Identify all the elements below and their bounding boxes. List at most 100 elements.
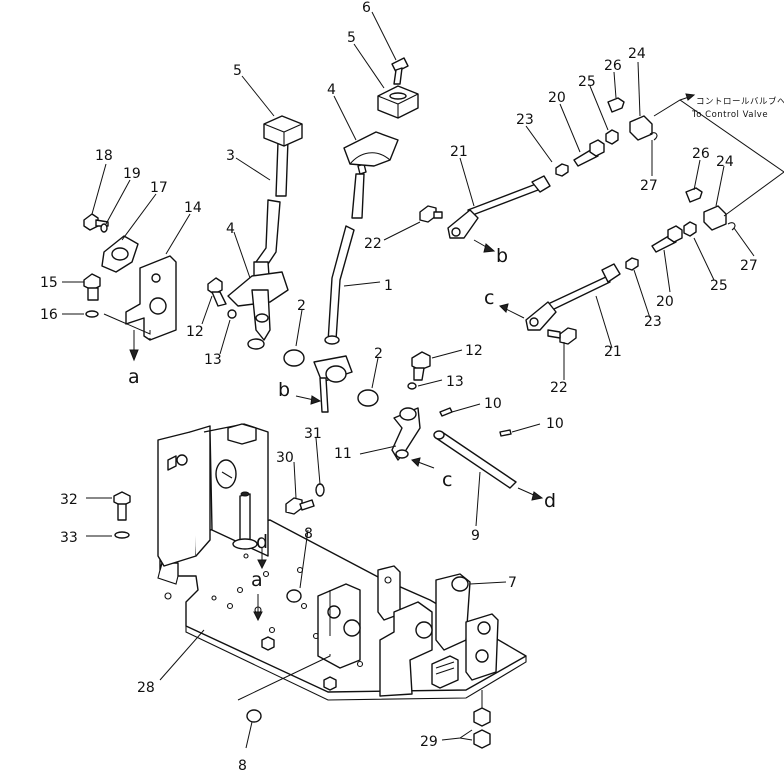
- note-english: To Control Valve: [691, 110, 768, 120]
- callout-26: 26: [604, 58, 622, 74]
- callout-23: 23: [644, 314, 662, 330]
- bracket-14: [125, 255, 177, 341]
- bolts-26: [607, 97, 703, 203]
- callout-30: 30: [276, 450, 294, 466]
- ref-letter-b: b: [278, 379, 290, 401]
- ref-letter-b: b: [496, 245, 508, 267]
- shaft-9: [433, 430, 517, 489]
- callout-labels: 6 5 5 4 4 3 1 2 2 18 19 17 14 15 16 12 1…: [40, 0, 758, 774]
- callout-28: 28: [137, 680, 155, 696]
- ref-letter-d: d: [544, 490, 556, 512]
- callout-33: 33: [60, 530, 78, 546]
- washer-31: [315, 483, 325, 497]
- washer-33: [114, 531, 130, 539]
- bushings-2: [283, 349, 379, 407]
- callout-20: 20: [656, 294, 674, 310]
- callout-20: 20: [548, 90, 566, 106]
- bracket-4-right: [343, 131, 399, 167]
- callout-10: 10: [484, 396, 502, 412]
- reference-letters: a a b b c c d d: [128, 245, 556, 591]
- callout-23: 23: [516, 112, 534, 128]
- rod-21-top: [447, 175, 551, 239]
- rod-21-bottom: [525, 263, 621, 331]
- callout-8: 8: [304, 526, 313, 542]
- callout-31: 31: [304, 426, 322, 442]
- lever-bracket-4-left: [227, 271, 289, 350]
- callout-21: 21: [450, 144, 468, 160]
- control-valve-note: コントロールバルブへ To Control Valve: [691, 96, 784, 120]
- callout-27: 27: [740, 258, 758, 274]
- callout-32: 32: [60, 492, 78, 508]
- direction-arrows: [129, 239, 544, 622]
- callout-4: 4: [226, 221, 235, 237]
- callout-5: 5: [233, 63, 242, 79]
- callout-11: 11: [334, 446, 352, 462]
- callout-22: 22: [364, 236, 382, 252]
- knob-5-left: [263, 115, 303, 147]
- callout-27: 27: [640, 178, 658, 194]
- bolt-22-top: [419, 205, 443, 223]
- ref-letter-a: a: [128, 366, 140, 388]
- nuts-29: [473, 707, 491, 749]
- callout-25: 25: [578, 74, 596, 90]
- knob-5-right: [377, 85, 419, 119]
- bolt-18: [83, 213, 109, 231]
- plate-17: [101, 235, 139, 273]
- callout-29: 29: [420, 734, 438, 750]
- callout-7: 7: [508, 575, 517, 591]
- bolt-30: [285, 497, 315, 515]
- callout-22: 22: [550, 380, 568, 396]
- right-bracket-plates: [317, 565, 499, 697]
- callout-18: 18: [95, 148, 113, 164]
- bushings-8: [246, 589, 302, 723]
- pin-10: [439, 407, 512, 437]
- callout-14: 14: [184, 200, 202, 216]
- nuts-23: [555, 163, 639, 271]
- bolt-15: [83, 273, 101, 301]
- callout-12: 12: [465, 343, 483, 359]
- washer-13-mid: [407, 382, 417, 390]
- callout-1: 1: [384, 278, 393, 294]
- callout-6: 6: [362, 0, 371, 16]
- callout-8: 8: [238, 758, 247, 772]
- callout-16: 16: [40, 307, 58, 323]
- callout-2: 2: [297, 298, 306, 314]
- ref-letter-c: c: [484, 287, 494, 309]
- callout-3: 3: [226, 148, 235, 164]
- washer-13-left: [227, 309, 237, 319]
- bolt-12-left: [207, 277, 227, 307]
- lever-1: [313, 163, 367, 413]
- leader-lines: [62, 11, 784, 749]
- nuts-25: [605, 129, 697, 237]
- ref-letter-c: c: [442, 469, 452, 491]
- screw-6: [391, 57, 409, 85]
- bushing-7: [451, 576, 469, 592]
- ref-letter-a: a: [251, 569, 263, 591]
- callout-5: 5: [347, 30, 356, 46]
- callout-15: 15: [40, 275, 58, 291]
- callout-12: 12: [186, 324, 204, 340]
- bolt-32: [113, 491, 131, 521]
- callout-9: 9: [471, 528, 480, 544]
- callout-24: 24: [716, 154, 734, 170]
- callout-24: 24: [628, 46, 646, 62]
- callout-17: 17: [150, 180, 168, 196]
- callout-19: 19: [123, 166, 141, 182]
- callout-25: 25: [710, 278, 728, 294]
- ref-letter-d: d: [256, 531, 268, 553]
- callout-4: 4: [327, 82, 336, 98]
- bolts-20: [573, 139, 683, 253]
- note-japanese: コントロールバルブへ: [696, 96, 784, 107]
- lever-3: [253, 139, 289, 291]
- left-bracket-plates: [157, 423, 269, 567]
- bolt-22-bottom: [547, 327, 577, 345]
- callout-10: 10: [546, 416, 564, 432]
- washer-16: [85, 310, 99, 318]
- washer-19: [100, 223, 108, 233]
- callout-13: 13: [446, 374, 464, 390]
- clips-27: [649, 132, 736, 231]
- lever-arm-11: [391, 407, 421, 461]
- callout-26: 26: [692, 146, 710, 162]
